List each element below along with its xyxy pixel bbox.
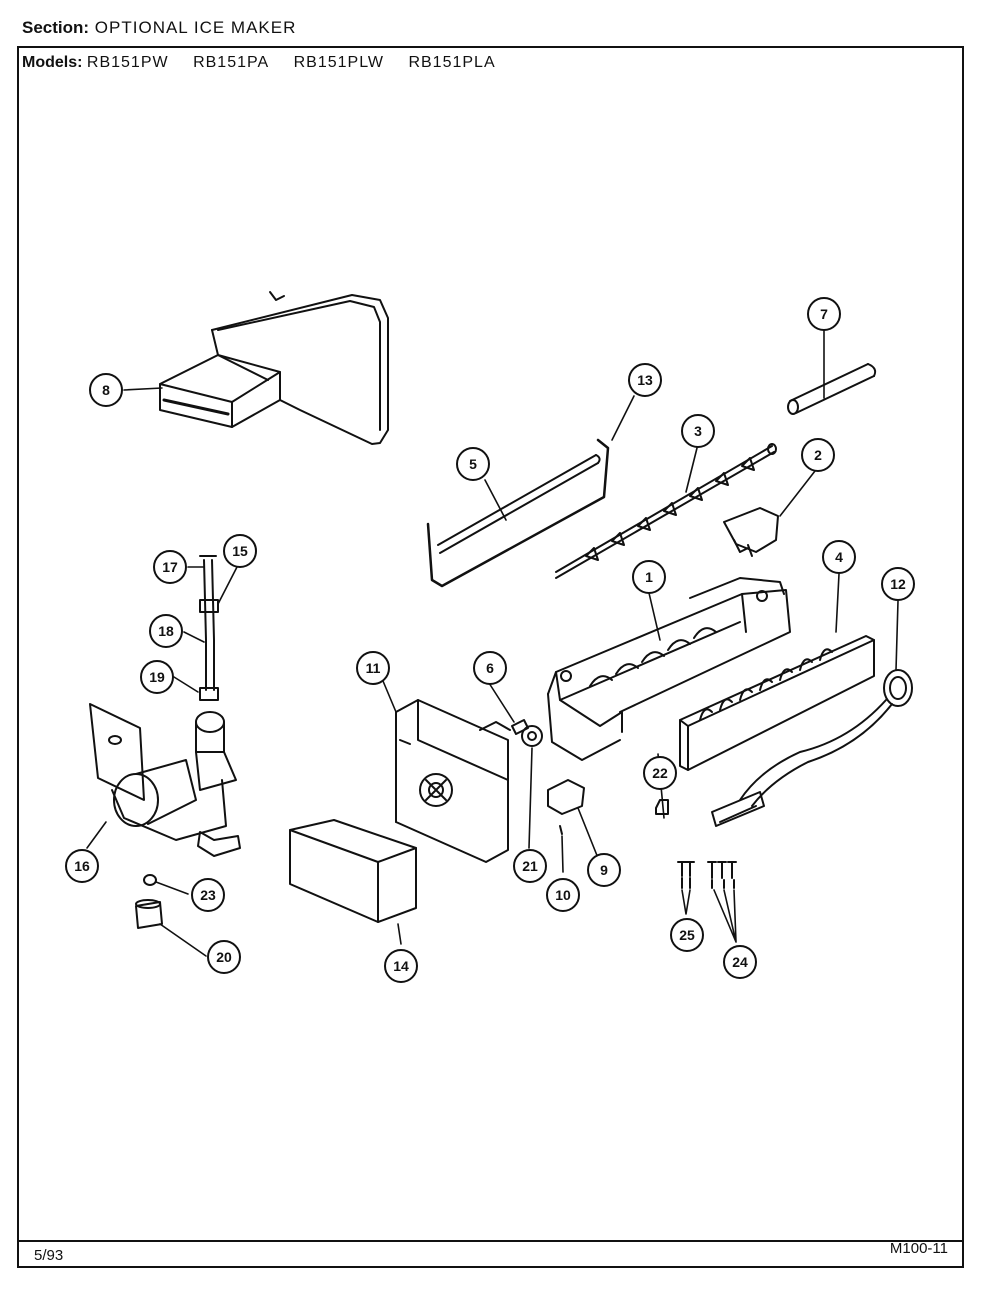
callout-18: 18 <box>149 614 183 648</box>
callout-25: 25 <box>670 918 704 952</box>
svg-text:11: 11 <box>366 660 381 676</box>
part-25-screws <box>677 861 695 889</box>
svg-text:24: 24 <box>732 954 748 970</box>
part-4-heater <box>679 635 875 771</box>
callout-17: 17 <box>153 550 187 584</box>
svg-text:18: 18 <box>158 623 174 639</box>
callout-9: 9 <box>587 853 621 887</box>
callout-11: 11 <box>356 651 390 685</box>
svg-text:10: 10 <box>555 887 571 903</box>
callout-24: 24 <box>723 945 757 979</box>
callout-19: 19 <box>140 660 174 694</box>
svg-text:6: 6 <box>486 660 494 676</box>
part-21-gear <box>521 725 543 747</box>
callout-15: 15 <box>223 534 257 568</box>
part-11-control-housing <box>395 699 511 863</box>
part-24-screws <box>707 861 737 889</box>
section-label: Section: <box>22 18 90 37</box>
svg-text:16: 16 <box>74 858 90 874</box>
svg-text:14: 14 <box>393 958 409 974</box>
svg-text:13: 13 <box>637 372 653 388</box>
svg-text:3: 3 <box>694 423 702 439</box>
part-5-shutoff-arm <box>437 454 601 554</box>
callout-2: 2 <box>801 438 835 472</box>
model-number: RB151PW <box>86 54 169 71</box>
callout-5: 5 <box>456 447 490 481</box>
svg-text:25: 25 <box>679 927 695 943</box>
part-1-mold <box>547 577 791 761</box>
svg-text:9: 9 <box>600 862 608 878</box>
svg-text:19: 19 <box>149 669 165 685</box>
models-line: Models: RB151PW RB151PA RB151PLW RB151PL… <box>22 54 516 72</box>
svg-text:5: 5 <box>469 456 477 472</box>
callout-13: 13 <box>628 363 662 397</box>
part-2-clip <box>723 507 779 557</box>
model-number: RB151PLA <box>408 54 496 71</box>
callout-3: 3 <box>681 414 715 448</box>
footer-page-code: M100-11 <box>889 1240 948 1257</box>
part-7-fill-tube <box>787 363 877 415</box>
svg-text:21: 21 <box>522 858 538 874</box>
svg-text:7: 7 <box>820 306 828 322</box>
svg-text:2: 2 <box>814 447 822 463</box>
part-20-sleeve <box>135 899 163 929</box>
part-16-water-valve <box>89 703 241 857</box>
callout-14: 14 <box>384 949 418 983</box>
svg-text:20: 20 <box>216 949 232 965</box>
svg-text:4: 4 <box>835 549 843 565</box>
models-label: Models: <box>22 54 83 71</box>
callout-6: 6 <box>473 651 507 685</box>
part-12-thermostat-harness <box>711 669 913 827</box>
svg-text:15: 15 <box>232 543 248 559</box>
footer-date: 5/93 <box>34 1247 64 1264</box>
callout-23: 23 <box>191 878 225 912</box>
callout-8: 8 <box>89 373 123 407</box>
diagram-frame <box>17 46 964 1268</box>
footer-divider <box>17 1240 964 1242</box>
part-18-tube <box>199 555 219 701</box>
svg-text:1: 1 <box>645 569 653 585</box>
callout-1: 1 <box>632 560 666 594</box>
section-heading: Section: OPTIONAL ICE MAKER <box>22 18 296 38</box>
part-3-ejector <box>555 443 777 579</box>
callout-10: 10 <box>546 878 580 912</box>
model-number: RB151PA <box>193 54 270 71</box>
part-14-cover <box>289 819 417 923</box>
part-10-spring <box>559 825 563 835</box>
svg-text:17: 17 <box>162 559 178 575</box>
callout-12: 12 <box>881 567 915 601</box>
callout-20: 20 <box>207 940 241 974</box>
callout-21: 21 <box>513 849 547 883</box>
callout-22: 22 <box>643 756 677 790</box>
svg-text:23: 23 <box>200 887 216 903</box>
callout-7: 7 <box>807 297 841 331</box>
callout-4: 4 <box>822 540 856 574</box>
model-number: RB151PLW <box>293 54 384 71</box>
part-9-lever <box>547 779 585 815</box>
part-23-nut <box>143 874 157 886</box>
part-8-ice-bin-cover <box>159 291 389 445</box>
svg-text:8: 8 <box>102 382 110 398</box>
section-title: OPTIONAL ICE MAKER <box>94 18 297 37</box>
svg-text:22: 22 <box>652 765 668 781</box>
part-6-screw <box>511 719 529 735</box>
leader-lines <box>86 329 899 957</box>
part-22-clip <box>655 799 669 815</box>
part-13-wire-bracket <box>426 438 610 588</box>
callout-16: 16 <box>65 849 99 883</box>
svg-text:12: 12 <box>890 576 906 592</box>
